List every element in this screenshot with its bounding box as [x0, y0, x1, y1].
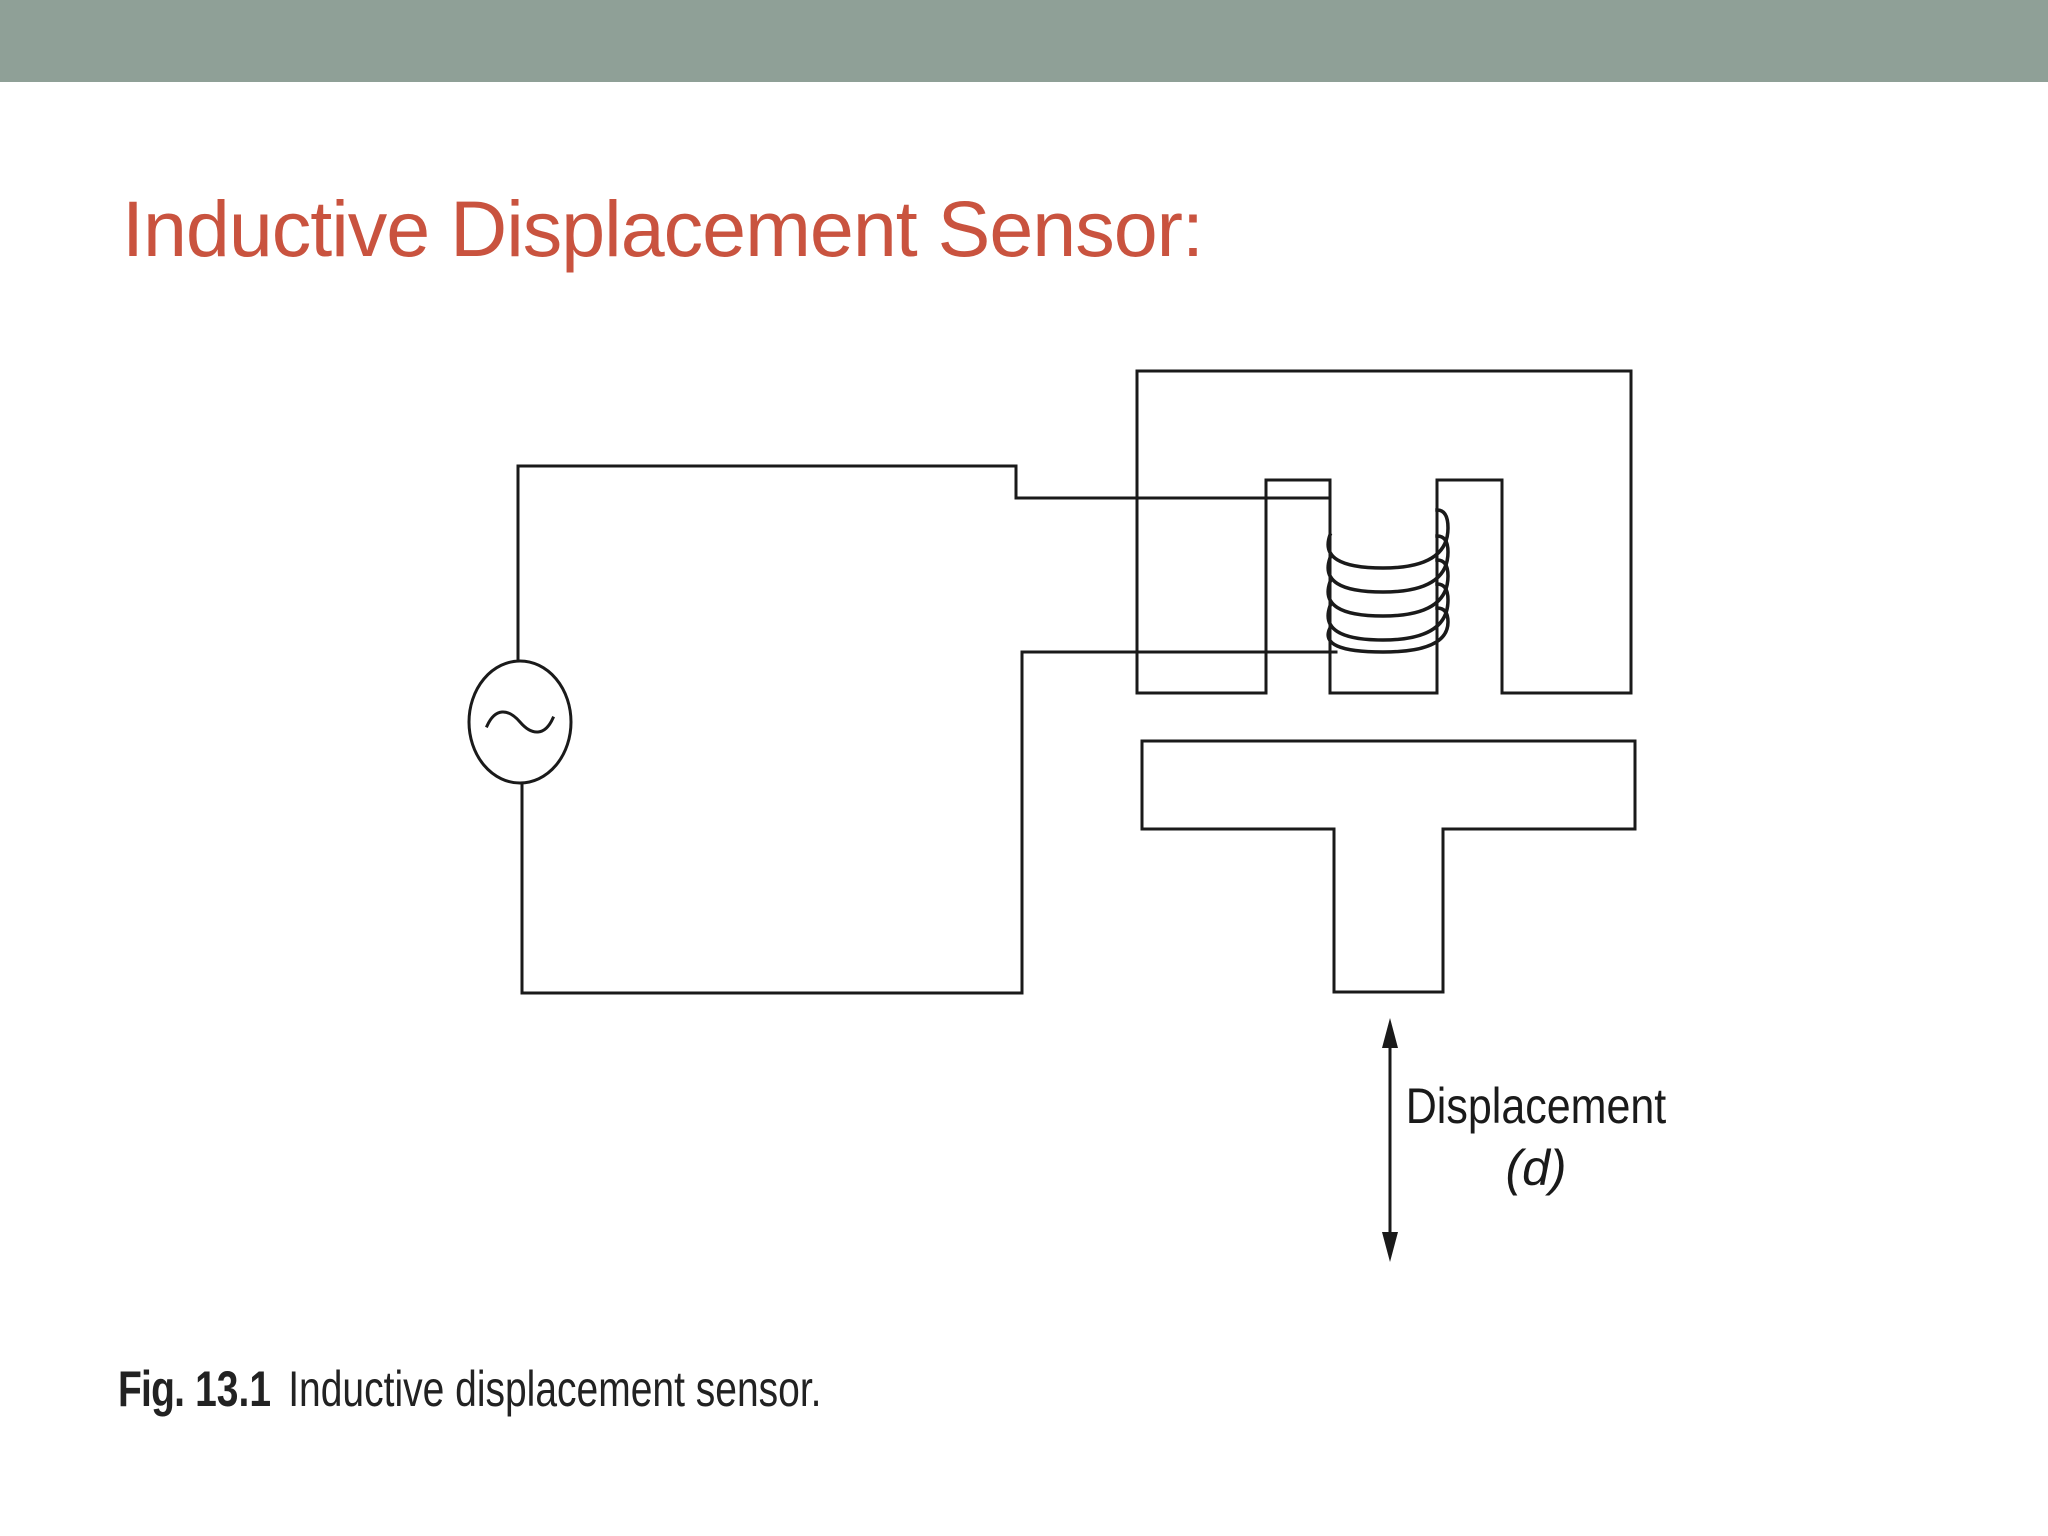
- armature: [1140, 739, 1637, 994]
- circuit-wire-bottom: [520, 650, 1362, 995]
- coil-icon: [1326, 508, 1450, 654]
- arrow-down-icon: [1382, 1232, 1398, 1262]
- circuit-wire-top: [516, 464, 1338, 663]
- header-band: [0, 0, 2048, 82]
- caption-number: 13.1: [195, 1361, 272, 1417]
- magnetic-core: [1135, 369, 1633, 695]
- displacement-variable: (d): [1505, 1140, 1566, 1196]
- figure-caption: Fig.13.1 Inductive displacement sensor.: [118, 1364, 821, 1414]
- sine-wave-icon: [485, 710, 555, 734]
- caption-label: Fig.: [118, 1361, 185, 1417]
- slide-title: Inductive Displacement Sensor:: [122, 184, 1204, 273]
- displacement-label: Displacement: [1406, 1078, 1667, 1134]
- caption-text: Inductive displacement sensor.: [288, 1361, 822, 1417]
- arrow-up-icon: [1382, 1018, 1398, 1048]
